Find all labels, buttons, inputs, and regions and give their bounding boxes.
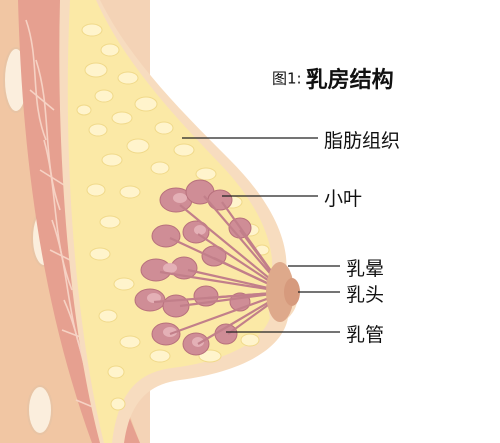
figure-prefix: 图1: [272,69,302,88]
label-areola: 乳晕 [346,258,385,280]
areola [266,262,294,322]
label-fat-tissue: 脂肪组织 [324,130,401,152]
figure-title: 图1:乳房结构 [272,62,394,94]
figure-title-text: 乳房结构 [305,68,394,93]
leader-lines [182,137,340,333]
label-duct: 乳管 [346,324,385,346]
label-nipple: 乳头 [346,284,385,306]
label-lobule: 小叶 [324,188,363,210]
nipple [284,278,300,306]
fat-lobules [76,23,270,411]
lobule-highlights [147,193,206,347]
pectoral-muscle [18,0,140,443]
